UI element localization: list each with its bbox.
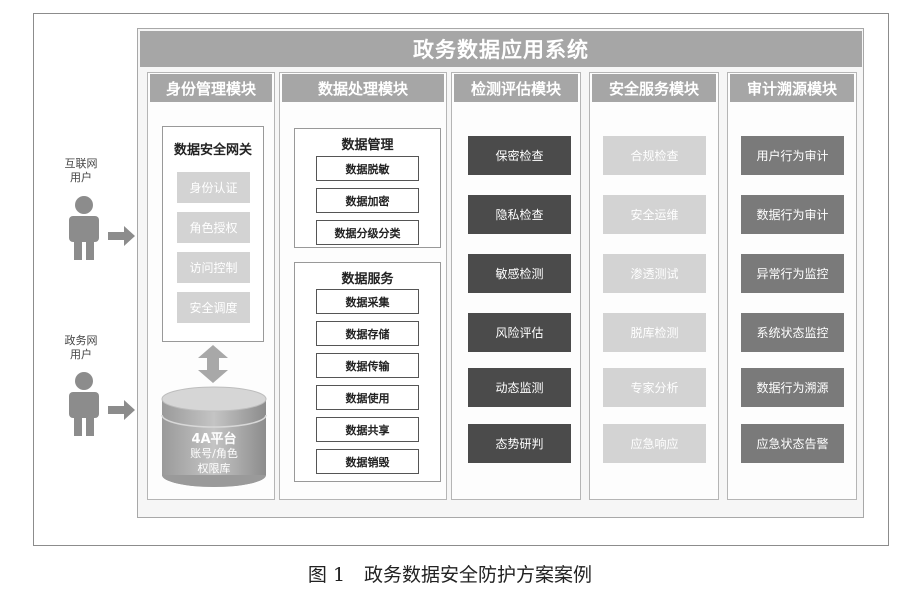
management-item: 数据加密 (316, 188, 419, 213)
detection-item: 态势研判 (468, 424, 571, 463)
service-item: 数据采集 (316, 289, 419, 314)
detection-module-title: 检测评估模块 (454, 74, 578, 102)
security-item: 合规检查 (603, 136, 706, 175)
security-gateway-title: 数据安全网关 (173, 143, 252, 158)
gateway-item: 身份认证 (177, 172, 250, 203)
service-item: 数据使用 (316, 385, 419, 410)
service-item: 数据存储 (316, 321, 419, 346)
identity-module-title: 身份管理模块 (150, 74, 272, 102)
detection-item: 动态监测 (468, 368, 571, 407)
management-item: 数据分级分类 (316, 220, 419, 245)
database-icon (161, 386, 267, 487)
service-item: 数据传输 (316, 353, 419, 378)
gateway-item: 安全调度 (177, 292, 250, 323)
detection-item: 保密检查 (468, 136, 571, 175)
audit-item: 用户行为审计 (741, 136, 844, 175)
figure-frame (33, 13, 889, 546)
audit-item: 异常行为监控 (741, 254, 844, 293)
internet-user-label: 互联网用户 (64, 157, 98, 184)
data-service-title: 数据服务 (341, 272, 394, 287)
security-item: 渗透测试 (603, 254, 706, 293)
system-title: 政务数据应用系统 (140, 31, 862, 67)
security-module-title: 安全服务模块 (592, 74, 716, 102)
detection-item: 隐私检查 (468, 195, 571, 234)
database-line: 权限库 (197, 462, 231, 475)
audit-item: 系统状态监控 (741, 313, 844, 352)
gateway-item: 角色授权 (177, 212, 250, 243)
government-network-user-label: 政务网用户 (64, 334, 98, 361)
figure-caption: 图 1 政务数据安全防护方案案例 (307, 564, 593, 586)
bidirectional-arrow-icon (198, 345, 228, 383)
detection-item: 敏感检测 (468, 254, 571, 293)
security-item: 应急响应 (603, 424, 706, 463)
management-item: 数据脱敏 (316, 156, 419, 181)
gateway-item: 访问控制 (177, 252, 250, 283)
database-line: 账号/角色 (190, 447, 238, 460)
audit-item: 数据行为审计 (741, 195, 844, 234)
detection-item: 风险评估 (468, 313, 571, 352)
audit-module-title: 审计溯源模块 (730, 74, 854, 102)
internet-user-icon (69, 196, 135, 260)
security-item: 安全运维 (603, 195, 706, 234)
security-item: 脱库检测 (603, 313, 706, 352)
audit-item: 数据行为溯源 (741, 368, 844, 407)
database-title: 4A平台 (191, 432, 237, 447)
audit-item: 应急状态告警 (741, 424, 844, 463)
service-item: 数据销毁 (316, 449, 419, 474)
security-item: 专家分析 (603, 368, 706, 407)
processing-module-title: 数据处理模块 (282, 74, 444, 102)
data-management-title: 数据管理 (341, 138, 394, 153)
service-item: 数据共享 (316, 417, 419, 442)
government-network-user-icon (69, 372, 135, 436)
